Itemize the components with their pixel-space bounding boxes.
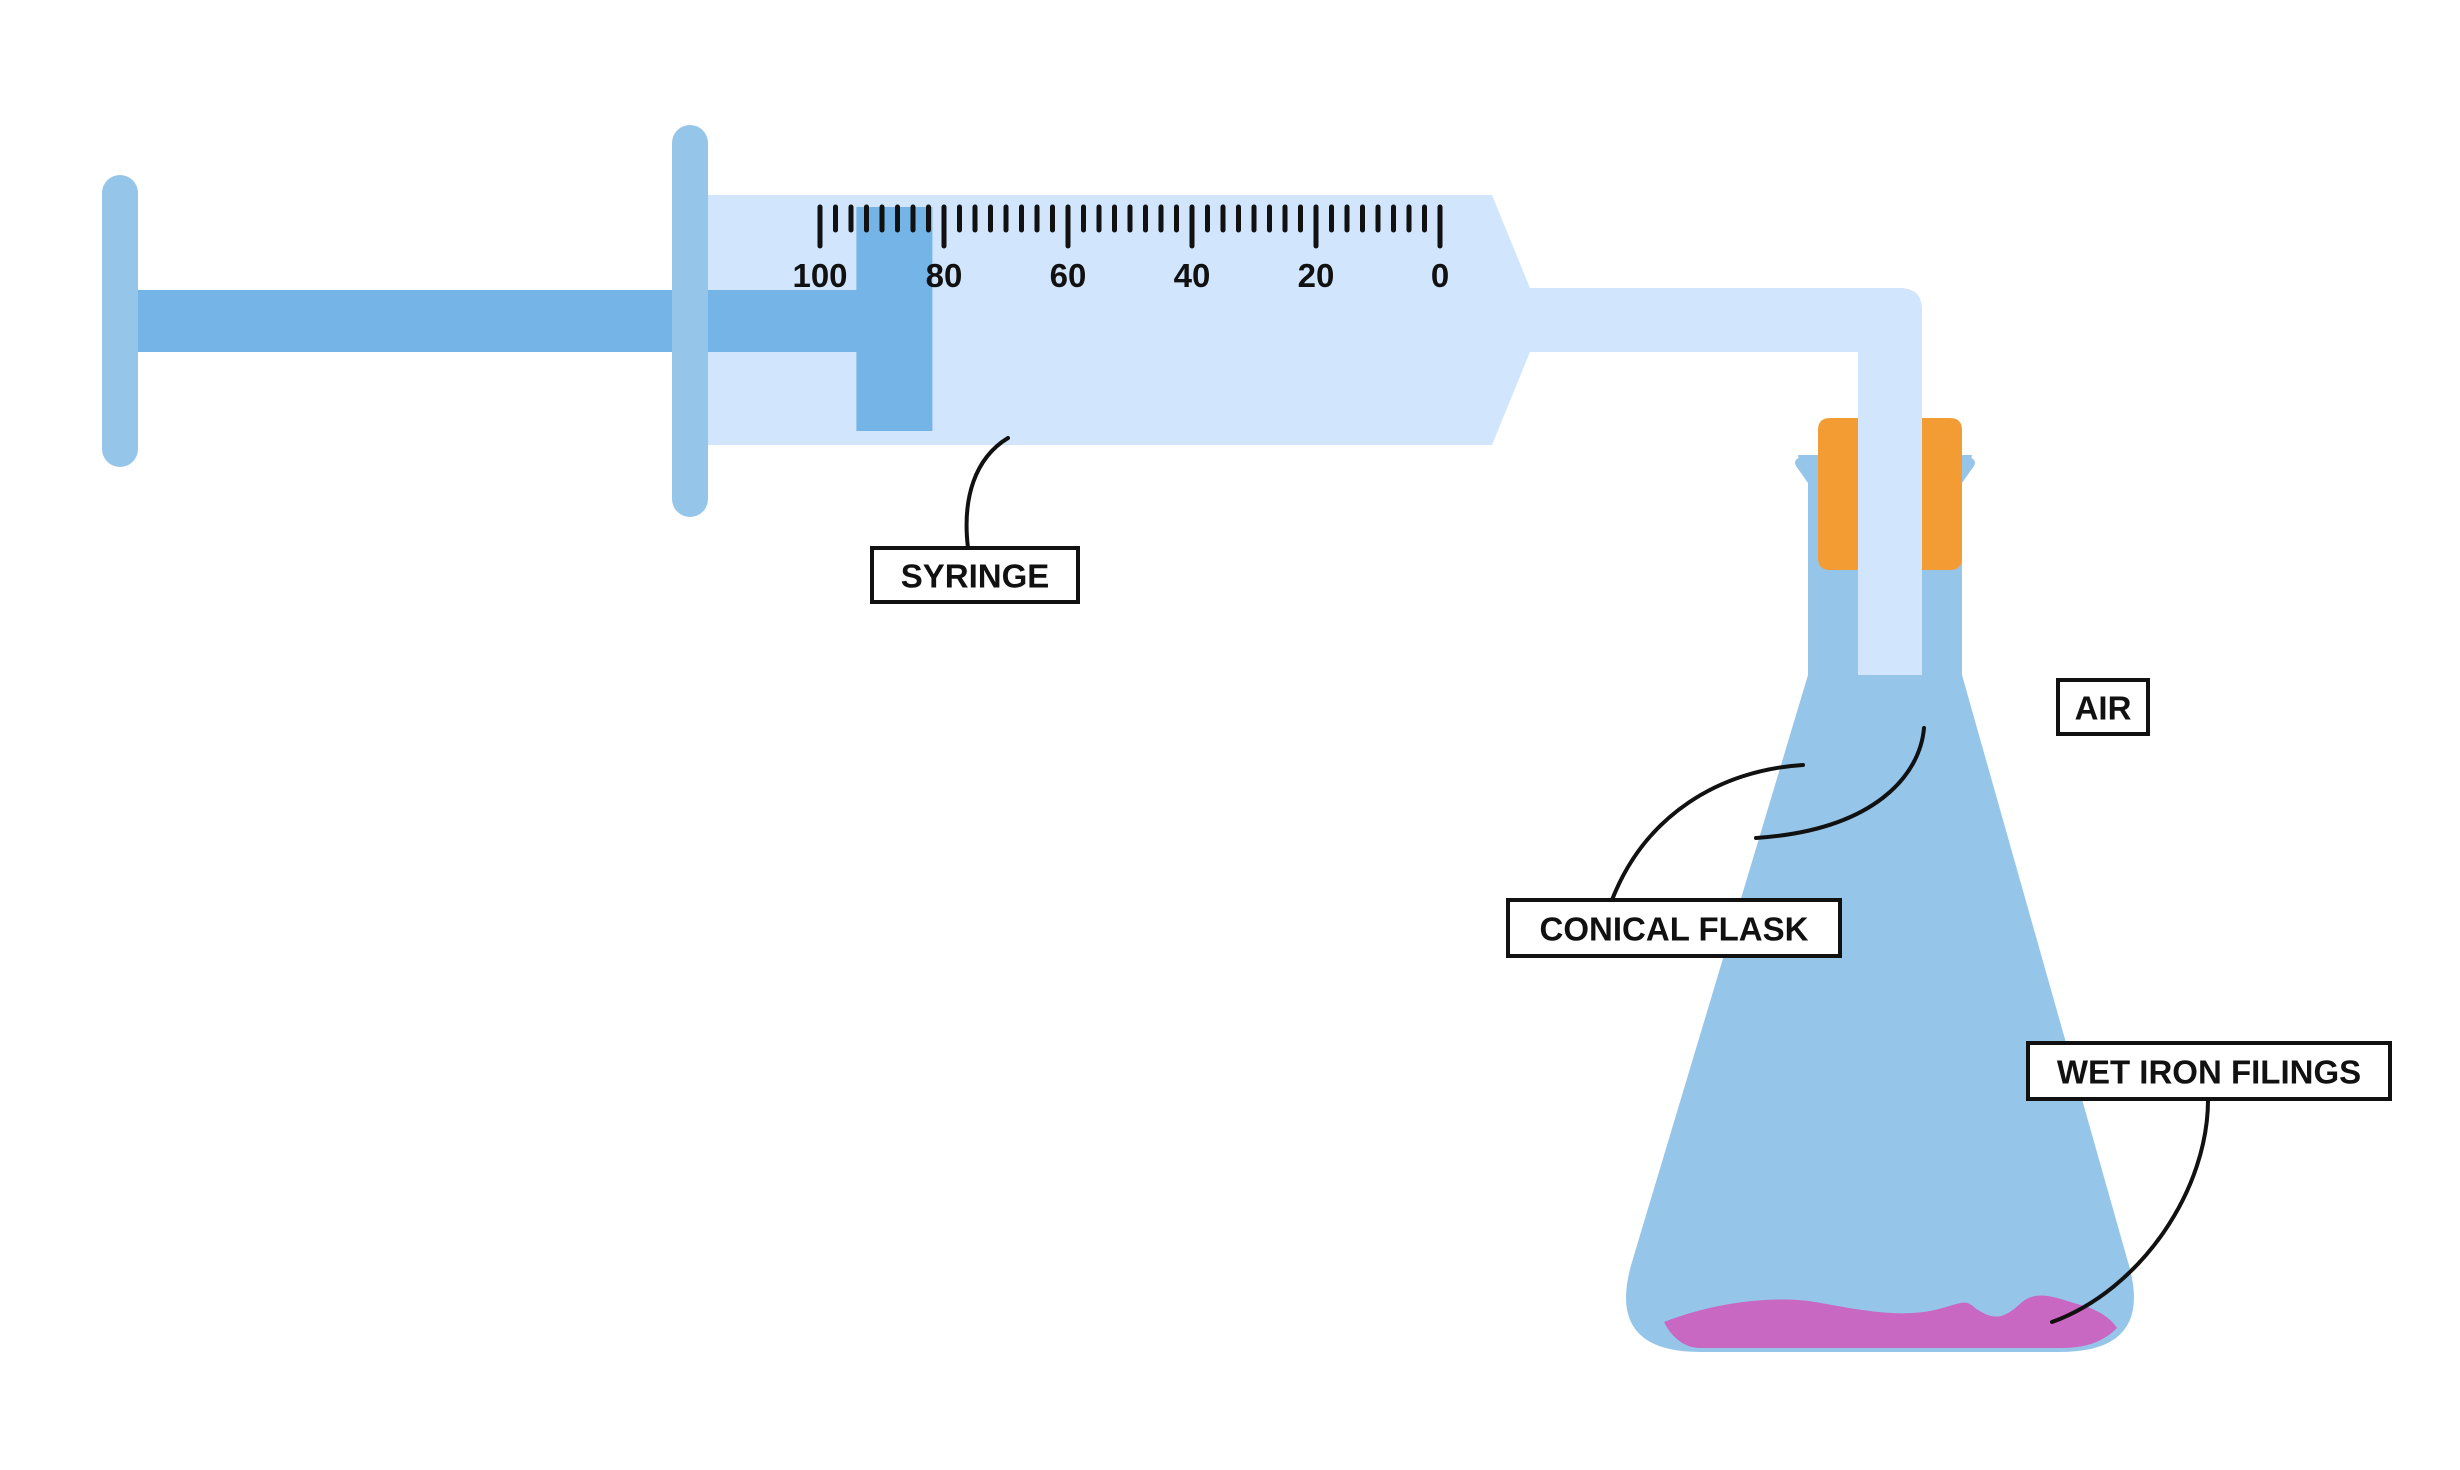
scale-label-0: 0 <box>1431 257 1449 294</box>
plunger-thumb-handle <box>102 175 138 467</box>
syringe-leader-line <box>964 436 1010 550</box>
flask-rim-left <box>1795 458 1817 485</box>
scale-label-20: 20 <box>1298 257 1335 294</box>
conical-flask-leader-line <box>1610 763 1805 902</box>
wet-iron-filings-leader-line <box>2050 1093 2211 1324</box>
syringe-scale-labels: 100 80 60 40 20 0 <box>792 257 1449 294</box>
conical-flask <box>1626 455 2134 1352</box>
scale-label-40: 40 <box>1174 257 1211 294</box>
syringe-label-text: SYRINGE <box>901 558 1050 595</box>
conical-flask-label-text: CONICAL FLASK <box>1540 911 1809 948</box>
wet-iron-filings-label: WET IRON FILINGS <box>2026 1041 2392 1101</box>
plunger-head <box>856 207 933 431</box>
scale-label-80: 80 <box>926 257 963 294</box>
syringe-scale-ticks <box>817 204 1443 249</box>
rubber-stopper <box>1818 418 1962 570</box>
air-leader-line <box>1754 726 1926 840</box>
air-label: AIR <box>2056 678 2150 736</box>
scale-label-60: 60 <box>1050 257 1087 294</box>
syringe-label: SYRINGE <box>870 546 1080 604</box>
barrel-flange <box>672 125 708 517</box>
wet-iron-filings <box>1664 1295 2117 1348</box>
plunger-rod-inside-barrel <box>700 290 865 352</box>
conical-flask-label: CONICAL FLASK <box>1506 898 1842 958</box>
scale-label-100: 100 <box>792 257 847 294</box>
air-label-text: AIR <box>2075 690 2132 727</box>
wet-iron-filings-label-text: WET IRON FILINGS <box>2057 1054 2361 1091</box>
tube-in-flask <box>1858 420 1922 675</box>
